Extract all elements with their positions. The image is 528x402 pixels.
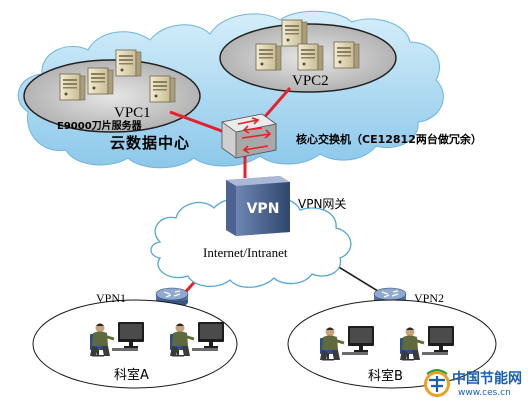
internet-cloud (150, 197, 352, 288)
server-icon (281, 19, 308, 47)
room-a-zone (32, 299, 238, 389)
vpn1-label: VPN1 (96, 291, 127, 305)
server-icon (333, 41, 360, 69)
vpn-gateway-icon: VPN (226, 176, 290, 236)
room-b-zone (287, 299, 497, 389)
core-switch-icon (221, 113, 277, 159)
watermark-url: www.ces.cn (458, 388, 511, 398)
server-icon (255, 43, 282, 71)
vpc2-label: VPC2 (292, 73, 329, 89)
internet-label: Internet/Intranet (203, 245, 288, 260)
room-b-label: 科室B (368, 369, 403, 384)
vpn-box-text: VPN (247, 201, 280, 217)
core-switch-label: 核心交换机（CE12812两台做冗余） (296, 133, 482, 146)
datacenter-label: 云数据中心 (110, 134, 191, 152)
vpn2-label: VPN2 (414, 291, 445, 305)
room-a-label: 科室A (114, 368, 149, 383)
server-icon (297, 43, 324, 71)
server-icon (87, 67, 114, 95)
link-vpc2-core (260, 87, 292, 121)
blade-server-label: E9000刀片服务器 (57, 121, 142, 132)
server-icon (149, 75, 176, 103)
server-icon (59, 73, 86, 101)
link-vpc1-core (169, 110, 231, 136)
vpn-gateway-label: VPN网关 (298, 197, 347, 211)
server-icon (115, 49, 142, 77)
vpc1-label: VPC1 (114, 105, 151, 121)
ces-logo-icon (424, 369, 450, 397)
watermark-title: 中国节能网 (452, 371, 522, 387)
